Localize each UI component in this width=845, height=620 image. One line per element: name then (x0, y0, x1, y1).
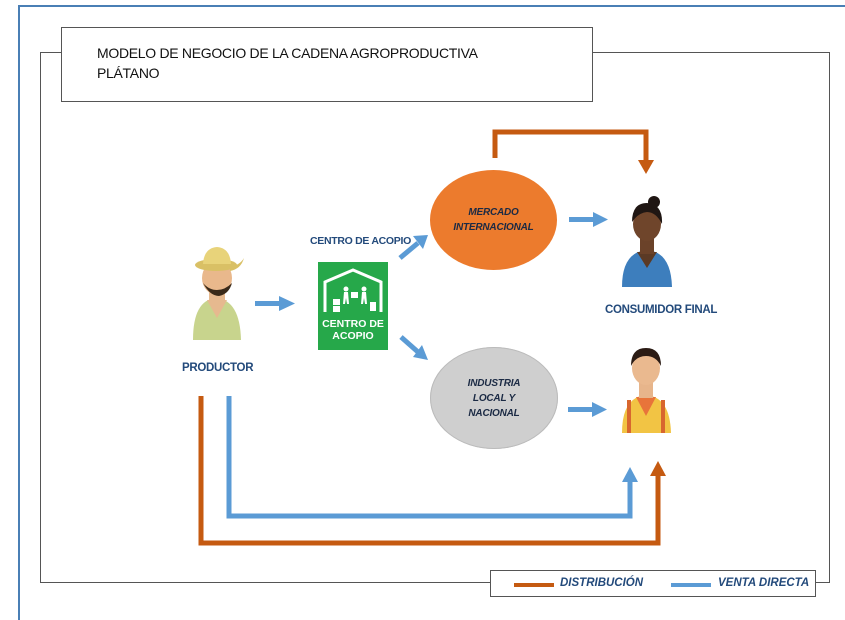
mercado-text-1: MERCADO (468, 207, 519, 218)
warehouse-icon (323, 268, 383, 312)
productor-label: PRODUCTOR (182, 362, 254, 374)
flow-arrow-mercado-consumidor (569, 212, 608, 227)
centro-acopio-text-2: ACOPIO (332, 330, 374, 342)
legend-distribucion-swatch (514, 583, 554, 587)
centro-acopio-box: CENTRO DE ACOPIO (318, 262, 388, 350)
legend-venta-directa-swatch (671, 583, 711, 587)
title-box: MODELO DE NEGOCIO DE LA CADENA AGROPRODU… (61, 27, 593, 102)
direct-sale-arrowhead (622, 467, 638, 482)
centro-acopio-label: CENTRO DE ACOPIO (310, 235, 411, 247)
distribution-top-arrowhead (638, 160, 654, 174)
industria-text-3: NACIONAL (468, 407, 520, 419)
top-rule (18, 5, 845, 7)
flow-arrow-acopio-mercado (398, 235, 428, 260)
mercado-text-2: INTERNACIONAL (453, 222, 534, 233)
flow-arrow-productor-acopio (255, 296, 295, 311)
distribution-bottom-line (198, 396, 661, 546)
legend: DISTRIBUCIÓN VENTA DIRECTA (490, 570, 816, 597)
direct-sale-line (226, 396, 633, 519)
left-rule (18, 5, 20, 620)
industria-text-1: INDUSTRIA (467, 377, 521, 389)
industria-text-2: LOCAL Y (472, 392, 516, 404)
flow-arrow-industria-consumidor (568, 402, 607, 417)
industria-node: INDUSTRIA LOCAL Y NACIONAL (430, 347, 558, 449)
distribution-bottom-arrowhead (650, 461, 666, 476)
legend-venta-directa-label: VENTA DIRECTA (718, 577, 810, 589)
flow-arrow-acopio-industria (399, 335, 428, 360)
title-line-1: MODELO DE NEGOCIO DE LA CADENA AGROPRODU… (97, 45, 478, 61)
mercado-internacional-node: MERCADO INTERNACIONAL (430, 170, 557, 270)
legend-distribucion-label: DISTRIBUCIÓN (560, 577, 644, 589)
title-line-2: PLÁTANO (97, 65, 160, 81)
centro-acopio-text-1: CENTRO DE (322, 318, 384, 330)
distribution-top-line (492, 129, 649, 162)
centro-acopio-text: CENTRO DE ACOPIO (318, 318, 388, 342)
consumidor-final-label: CONSUMIDOR FINAL (605, 304, 718, 316)
